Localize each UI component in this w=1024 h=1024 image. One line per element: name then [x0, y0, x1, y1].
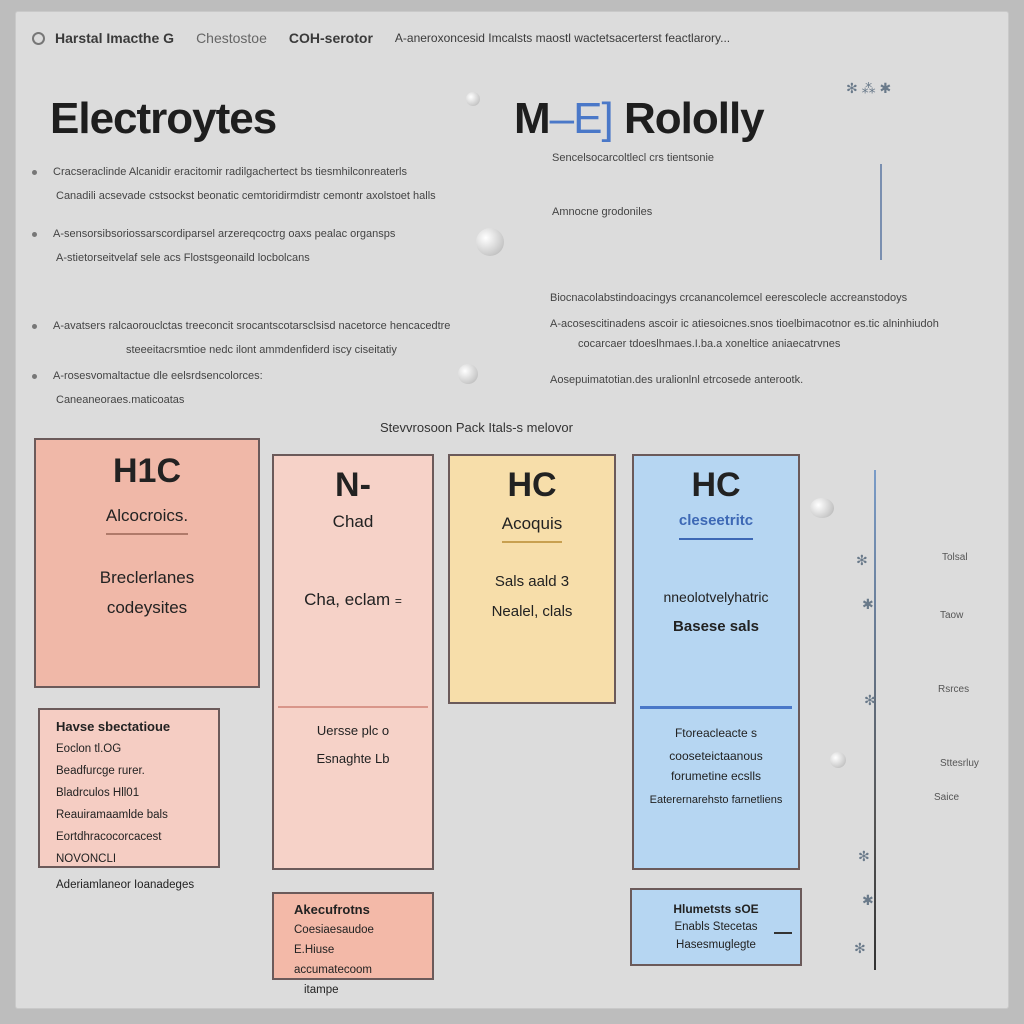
- right-title-mid: –E]: [549, 94, 614, 143]
- bullet-icon: [32, 231, 37, 237]
- header-item-4: A-aneroxoncesid Imcalsts maostl wactetsa…: [394, 31, 731, 45]
- column-name: Acoquis: [501, 509, 563, 543]
- bubble-icon: [830, 752, 846, 768]
- column-desc-1: Cha, eclam: [304, 590, 391, 609]
- bubble-icon: [466, 92, 480, 106]
- right-line-6: Aosepuimatotian.des uralionlnl etrcosede…: [550, 374, 804, 386]
- axis-label: Tolsal: [942, 552, 968, 563]
- left-paragraph-1: Cracseraclinde Alcanidir eracitomir radi…: [32, 160, 436, 208]
- right-line-2: Amnocne grodoniles: [552, 206, 653, 218]
- column-formula: N-: [335, 466, 371, 504]
- column-extra-3: cooseteictaanous: [669, 749, 763, 763]
- molecule-icon: ✻: [854, 940, 866, 956]
- bubble-icon: [810, 498, 834, 518]
- column-extra-1: Ftoreacleacte: [674, 726, 748, 740]
- column-extra-5: Eaterernarehsto farnetliens: [649, 794, 783, 806]
- left-paragraph-2: A-sensorsibsoriossarscordiparsel arzereq…: [32, 222, 395, 270]
- info-box-bottom-left: Akecufrotns Coesiaesaudoe E.Hiuse accuma…: [272, 892, 434, 996]
- column-desc-1: Breclerlanes: [99, 568, 195, 587]
- header-item-2: Chestostoe: [196, 30, 267, 46]
- column-divider: [640, 706, 792, 709]
- column-formula: H1C: [112, 452, 182, 490]
- axis-label: Taow: [940, 610, 964, 621]
- vertical-line: [880, 164, 882, 260]
- info-box-line: Coesiaesaudoe: [294, 924, 374, 936]
- section-label: Stevvrosoon Pack Itals-s melovor: [380, 420, 573, 435]
- column-desc-1: Sals aald 3: [494, 573, 570, 590]
- molecule-icon: ✱: [862, 596, 874, 612]
- column-name: Chad: [332, 512, 374, 531]
- bullet-icon: [32, 169, 37, 175]
- molecule-icon: ✱: [862, 892, 874, 908]
- info-box-heading: Akecufrotns: [294, 902, 370, 917]
- column-desc-2: Basese sals: [673, 618, 759, 635]
- column-desc-2: =: [394, 594, 402, 608]
- info-box-line: Eoclon tl.OG: [56, 743, 122, 755]
- column-divider: [278, 706, 428, 708]
- info-box-bottom-right: Hlumetsts sOE Enabls Stecetas Hasesmugle…: [630, 888, 802, 966]
- header-item-3: COH-serotor: [288, 30, 373, 46]
- right-line-4: A-acosescitinadens ascoir ic atiesoicnes…: [550, 318, 939, 330]
- right-line-1: Sencelsocarcoltlecl crs tientsonie: [552, 152, 715, 164]
- column-box-2: N- Chad Cha, eclam = Uersse plc o Esnagh…: [272, 454, 434, 870]
- info-box-left: Havse sbectatioue Eoclon tl.OG Beadfurcg…: [38, 708, 220, 891]
- molecule-icon: ✻: [864, 692, 876, 708]
- vertical-axis: [874, 470, 876, 970]
- column-desc-1: nneolotvelyhatric: [663, 589, 769, 605]
- molecule-icon: ✻ ⁂ ✱: [846, 80, 892, 96]
- info-box-heading: Havse sbectatioue: [56, 719, 171, 734]
- column-desc-2: Nealel, clals: [491, 603, 573, 620]
- info-box-line: Bladrculos Hll01: [56, 787, 140, 799]
- diagram-sheet: Harstal Imacthe G Chestostoe COH-serotor…: [16, 12, 1008, 1008]
- right-title-prefix: M: [514, 94, 551, 143]
- info-box-line: Beadfurcge rurer.: [56, 765, 145, 777]
- molecule-icon: ✻: [856, 552, 868, 568]
- column-box-1: H1C Alcocroics. Breclerlanes codeysites: [34, 438, 260, 688]
- left-title: Electroytes: [50, 94, 277, 143]
- column-formula: HC: [691, 466, 741, 504]
- right-line-3: Biocnacolabstindoacingys crcanancolemcel…: [550, 292, 908, 304]
- bullet-icon: [32, 373, 37, 379]
- bubble-icon: [476, 228, 504, 256]
- column-box-3: HC Acoquis Sals aald 3 Nealel, clals: [448, 454, 616, 704]
- header-circle-icon: [32, 31, 45, 45]
- right-title-suffix: Rololly: [623, 94, 765, 143]
- column-name: Alcocroics.: [105, 501, 189, 535]
- axis-label: Rsrces: [938, 684, 970, 695]
- column-formula: HC: [507, 466, 557, 504]
- left-paragraph-3: A-avatsers ralcaorouclctas treeconcit sr…: [32, 314, 450, 362]
- column-desc-2: codeysites: [106, 598, 188, 617]
- info-box-line: Reauiramaamlde bals: [56, 809, 168, 821]
- info-box-heading: Hlumetsts sOE: [673, 902, 759, 916]
- bubble-icon: [458, 364, 478, 384]
- info-box-line: Hasesmuglegte: [676, 939, 756, 951]
- column-extra-1: Uersse plc o: [316, 723, 390, 738]
- axis-label: Saice: [934, 792, 960, 803]
- column-extra-2: s: [751, 726, 758, 740]
- header-bar: Harstal Imacthe G Chestostoe COH-serotor…: [32, 26, 992, 50]
- right-line-5: cocarcaer tdoeslhmaes.I.ba.a xoneltice a…: [578, 338, 841, 350]
- column-extra-2: Esnaghte Lb: [316, 751, 390, 766]
- column-name: cleseetritc: [678, 506, 754, 540]
- molecule-icon: ✻: [858, 848, 870, 864]
- info-box-line: itampe: [304, 984, 339, 996]
- dash-mark: [774, 932, 792, 934]
- right-title: M–E] Rololly: [514, 94, 765, 144]
- info-box-line: E.Hiuse accumatecoom: [294, 944, 372, 976]
- column-extra-4: forumetine ecslls: [670, 769, 762, 783]
- bullet-icon: [32, 323, 37, 329]
- info-box-line: Eortdhracocorcacest NOVONCLI: [56, 831, 162, 865]
- header-item-1: Harstal Imacthe G: [55, 30, 175, 46]
- axis-label: Sttesrluy: [940, 758, 979, 769]
- left-paragraph-4: A-rosesvomaltactue dle eelsrdsencolorces…: [32, 364, 263, 412]
- info-box-line: Enabls Stecetas: [674, 921, 758, 933]
- column-box-4: HC cleseetritc nneolotvelyhatric Basese …: [632, 454, 800, 870]
- info-box-line: Aderiamlaneor Ioanadeges: [56, 879, 195, 891]
